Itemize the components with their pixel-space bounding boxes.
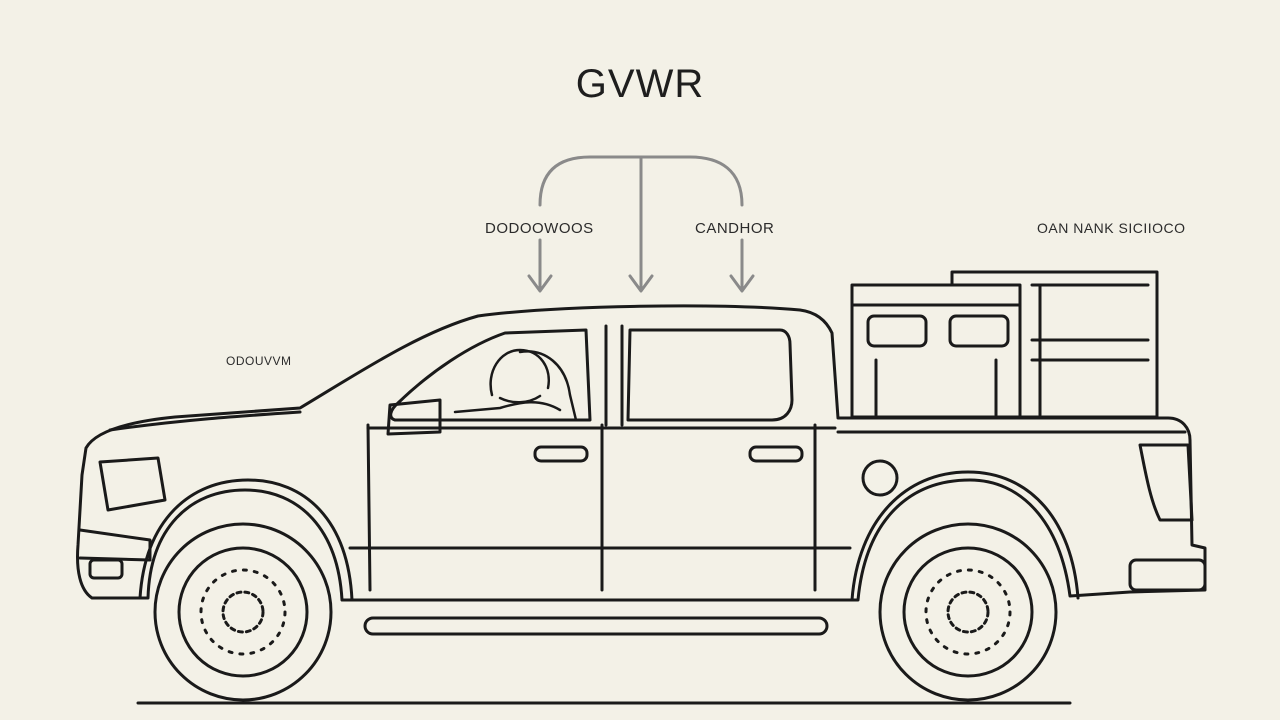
left-load-label: DODOOWOOS <box>485 220 594 237</box>
fog-light <box>88 558 124 580</box>
arrowhead-left <box>527 274 553 293</box>
front-label: ODOUVVM <box>226 354 292 368</box>
load-arrows <box>527 155 755 293</box>
front-wheel <box>153 522 333 702</box>
diagram-title: GVWR <box>575 62 705 106</box>
tail-light <box>1138 443 1194 522</box>
door-seam-front <box>366 423 372 592</box>
cargo-label: OAN NANK SICIIOCO <box>1037 220 1186 236</box>
cargo-box-handle-left <box>866 314 928 348</box>
front-door-handle <box>533 445 589 463</box>
rear-bumper <box>1128 558 1207 592</box>
truck-body <box>76 304 1207 602</box>
driver-figure <box>453 348 578 422</box>
center-load-label: CANDHOR <box>695 220 775 237</box>
cargo-boxes <box>850 270 1159 419</box>
rear-door-handle <box>748 445 804 463</box>
rear-window <box>626 328 794 422</box>
side-mirror <box>386 398 442 436</box>
fuel-door <box>861 459 899 497</box>
headlight <box>98 456 167 512</box>
rear-wheel <box>878 522 1058 702</box>
front-window <box>389 328 592 422</box>
hood-line <box>108 410 302 432</box>
arrowhead-center <box>628 274 654 293</box>
rear-wheel-arch <box>850 470 1080 602</box>
arrowhead-right <box>729 274 755 293</box>
cargo-box-handle-right <box>948 314 1010 348</box>
running-board <box>363 616 829 636</box>
front-wheel-arch <box>138 478 354 602</box>
